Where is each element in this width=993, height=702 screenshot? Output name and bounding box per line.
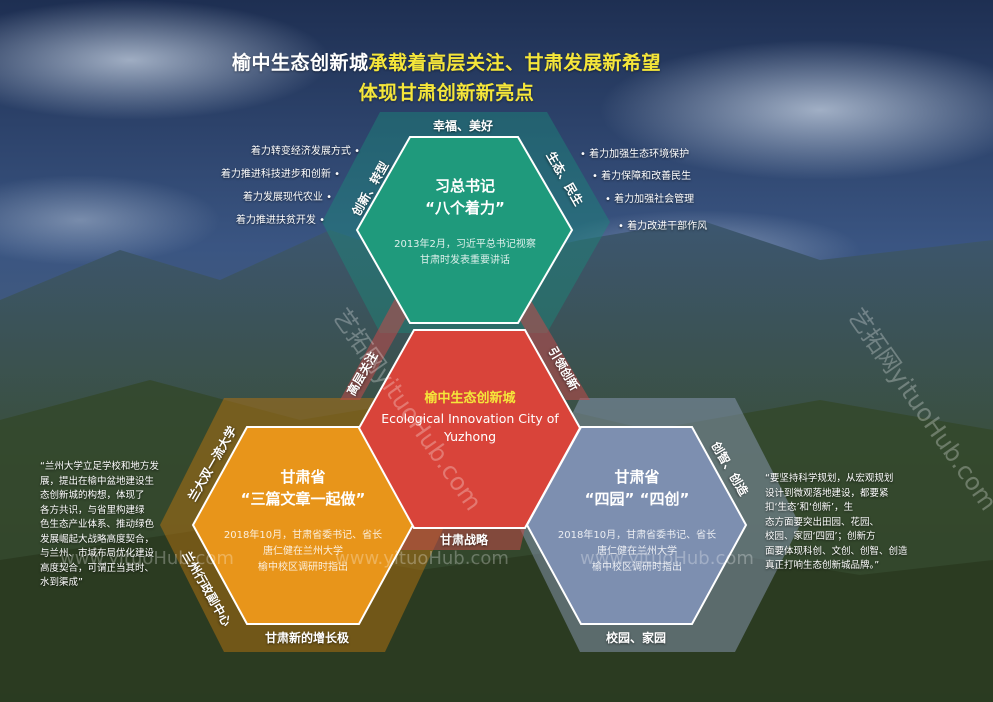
hex-diagram [160, 112, 800, 652]
upper-left-connector [340, 282, 418, 400]
edge-label-campus-home: 校园、家园 [606, 631, 667, 645]
right-bullet-3: • 着力加强社会管理 [605, 194, 695, 205]
left-quote-paragraph: “兰州大学立足学校和地方发 展，提出在榆中盆地建设生 态创新城的构想，体现了 各… [40, 461, 159, 588]
hex-center-text: 榆中生态创新城 Ecological Innovation City of Yu… [381, 391, 559, 444]
left-bullet-4: 着力推进扶贫开发 • [235, 215, 325, 226]
hex-top-text: 习总书记 “八个着力” 2013年2月，习近平总书记视察 甘肃时发表重要讲话 [394, 177, 536, 266]
edge-label-growth-pole: 甘肃新的增长极 [265, 631, 350, 645]
watermark-5: www.yituoHub.com [580, 548, 754, 569]
hex-center [357, 329, 582, 529]
hex-top [355, 136, 574, 324]
page-title-line1: 榆中生态创新城承载着高层关注、甘肃发展新希望 [231, 52, 662, 74]
right-bullet-4: • 着力改进干部作风 [618, 221, 708, 232]
edge-label-gansu-strategy: 甘肃战略 [440, 533, 489, 547]
bottom-connector [385, 528, 525, 550]
right-bullet-2: • 着力保障和改善民生 [592, 171, 692, 182]
hex-right-text: 甘肃省 “四园” “四创” 2018年10月，甘肃省委书记、省长 唐仁健在兰州大… [557, 468, 717, 573]
right-quote-paragraph: “要坚持科学规划，从宏观规划 设计到微观落地建设，都要紧 扣‘生态’和‘创新’，… [765, 473, 908, 571]
hex-left-text: 甘肃省 “三篇文章一起做” 2018年10月，甘肃省委书记、省长 唐仁健在兰州大… [223, 468, 383, 573]
watermark-4: www.yituoHub.com [335, 548, 509, 569]
page-title-line2: 体现甘肃创新新亮点 [358, 82, 535, 104]
left-bullet-2: 着力推进科技进步和创新 • [220, 169, 340, 180]
right-bullet-1: • 着力加强生态环境保护 [580, 149, 690, 160]
upper-right-connector [506, 282, 590, 400]
edge-label-happiness: 幸福、美好 [433, 119, 494, 133]
left-bullet-3: 着力发展现代农业 • [242, 192, 332, 203]
left-bullet-1: 着力转变经济发展方式 • [250, 146, 360, 157]
watermark-3: www.yituoHub.com [60, 548, 234, 569]
